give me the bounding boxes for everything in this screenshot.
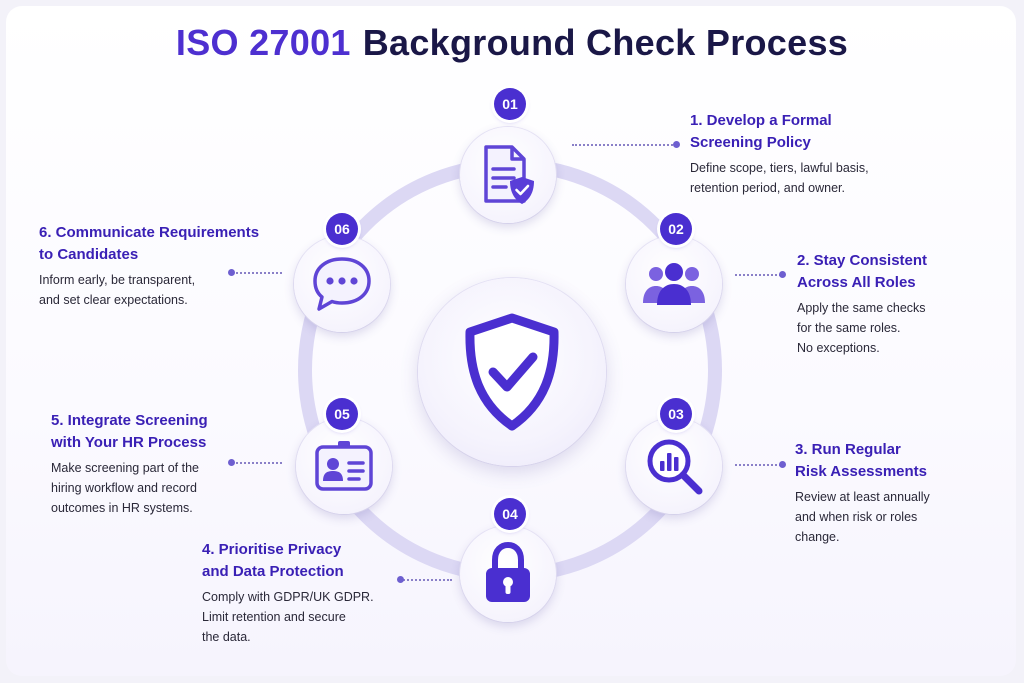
step-5-heading-line-1: 5. Integrate Screening bbox=[51, 412, 208, 429]
connector-dot-step-1 bbox=[673, 141, 680, 148]
step-2-text: 2. Stay Consistent Across All Roles Appl… bbox=[797, 250, 997, 358]
step-2-desc-line-3: No exceptions. bbox=[797, 341, 880, 355]
node-step-3 bbox=[626, 418, 722, 514]
connector-dot-step-4 bbox=[397, 576, 404, 583]
step-4-desc-line-1: Comply with GDPR/UK GDPR. bbox=[202, 590, 374, 604]
people-group-icon bbox=[643, 263, 705, 305]
step-badge-5: 05 bbox=[326, 398, 358, 430]
step-3-description: Review at least annually and when risk o… bbox=[795, 487, 995, 547]
step-1-desc-line-2: retention period, and owner. bbox=[690, 181, 845, 195]
connector-step-3 bbox=[735, 464, 781, 466]
node-step-5 bbox=[296, 418, 392, 514]
step-2-heading-line-2: Across All Roles bbox=[797, 274, 916, 291]
connector-step-2 bbox=[735, 274, 781, 276]
document-shield-icon bbox=[484, 145, 534, 204]
connector-step-1 bbox=[572, 144, 676, 146]
step-4-desc-line-2: Limit retention and secure bbox=[202, 610, 346, 624]
step-5-desc-line-1: Make screening part of the bbox=[51, 461, 199, 475]
title-main: Background Check Process bbox=[362, 22, 849, 63]
step-4-text: 4. Prioritise Privacy and Data Protectio… bbox=[202, 539, 402, 647]
step-5-heading-line-2: with Your HR Process bbox=[51, 434, 207, 451]
connector-dot-step-2 bbox=[779, 271, 786, 278]
step-badge-3: 03 bbox=[660, 398, 692, 430]
node-step-1 bbox=[460, 127, 556, 223]
step-6-heading-line-1: 6. Communicate Requirements bbox=[39, 224, 260, 241]
step-2-desc-line-1: Apply the same checks bbox=[797, 301, 926, 315]
magnifier-chart-icon bbox=[647, 439, 703, 495]
step-4-heading-line-1: 4. Prioritise Privacy bbox=[202, 541, 342, 558]
connector-step-6 bbox=[232, 272, 282, 274]
step-6-desc-line-1: Inform early, be transparent, bbox=[39, 273, 196, 287]
node-step-6 bbox=[294, 236, 390, 332]
step-1-heading-line-2: Screening Policy bbox=[690, 134, 811, 151]
step-6-text: 6. Communicate Requirements to Candidate… bbox=[39, 222, 279, 310]
step-2-desc-line-2: for the same roles. bbox=[797, 321, 901, 335]
step-3-heading-line-1: 3. Run Regular bbox=[795, 441, 901, 458]
node-step-2 bbox=[626, 236, 722, 332]
step-badge-6: 06 bbox=[326, 213, 358, 245]
step-3-text: 3. Run Regular Risk Assessments Review a… bbox=[795, 439, 995, 547]
step-badge-1: 01 bbox=[494, 88, 526, 120]
step-6-desc-line-2: and set clear expectations. bbox=[39, 293, 188, 307]
step-5-text: 5. Integrate Screening with Your HR Proc… bbox=[51, 410, 241, 518]
shield-check-icon bbox=[465, 313, 559, 431]
connector-step-4 bbox=[400, 579, 452, 581]
step-1-description: Define scope, tiers, lawful basis, reten… bbox=[690, 158, 940, 198]
step-5-desc-line-3: outcomes in HR systems. bbox=[51, 501, 193, 515]
step-4-desc-line-3: the data. bbox=[202, 630, 251, 644]
step-3-desc-line-1: Review at least annually bbox=[795, 490, 930, 504]
padlock-icon bbox=[486, 542, 530, 602]
step-4-description: Comply with GDPR/UK GDPR. Limit retentio… bbox=[202, 587, 402, 647]
connector-dot-step-6 bbox=[228, 269, 235, 276]
connector-step-5 bbox=[232, 462, 282, 464]
center-shield bbox=[418, 278, 606, 466]
step-1-text: 1. Develop a Formal Screening Policy Def… bbox=[690, 110, 940, 198]
step-1-heading-line-1: 1. Develop a Formal bbox=[690, 112, 832, 129]
node-step-4 bbox=[460, 526, 556, 622]
step-2-description: Apply the same checks for the same roles… bbox=[797, 298, 997, 358]
step-2-heading-line-1: 2. Stay Consistent bbox=[797, 252, 928, 269]
connector-dot-step-3 bbox=[779, 461, 786, 468]
step-badge-2: 02 bbox=[660, 213, 692, 245]
id-badge-icon bbox=[315, 441, 373, 491]
step-4-heading-line-2: and Data Protection bbox=[202, 563, 344, 580]
chat-bubble-icon bbox=[313, 257, 371, 311]
step-6-description: Inform early, be transparent, and set cl… bbox=[39, 270, 279, 310]
step-5-description: Make screening part of the hiring workfl… bbox=[51, 458, 241, 518]
step-1-desc-line-1: Define scope, tiers, lawful basis, bbox=[690, 161, 869, 175]
step-3-desc-line-3: change. bbox=[795, 530, 840, 544]
connector-dot-step-5 bbox=[228, 459, 235, 466]
page-title: ISO 27001 Background Check Process bbox=[0, 22, 1024, 64]
title-prefix: ISO 27001 bbox=[175, 22, 351, 63]
step-5-desc-line-2: hiring workflow and record bbox=[51, 481, 197, 495]
step-3-desc-line-2: and when risk or roles bbox=[795, 510, 918, 524]
step-6-heading-line-2: to Candidates bbox=[39, 246, 139, 263]
step-3-heading-line-2: Risk Assessments bbox=[795, 463, 928, 480]
step-badge-4: 04 bbox=[494, 498, 526, 530]
